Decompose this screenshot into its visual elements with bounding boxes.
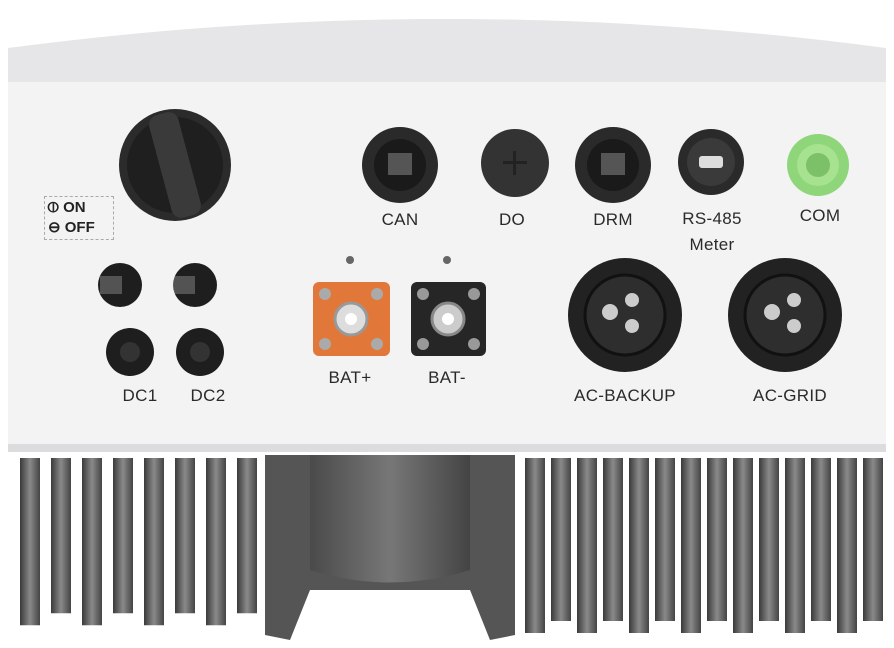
heatsink-fin: [759, 458, 779, 621]
can-port[interactable]: [362, 127, 438, 203]
heatsink-fin: [577, 458, 597, 633]
heatsink-fin: [551, 458, 571, 621]
heatsink-fin: [206, 458, 226, 626]
dc-connectors[interactable]: [98, 263, 224, 376]
heatsink: [20, 458, 883, 633]
heatsink-fin: [603, 458, 623, 621]
ac-backup-label: AC-BACKUP: [574, 386, 676, 405]
bat-plus-label: BAT+: [328, 368, 372, 387]
dc1-label: DC1: [122, 386, 158, 405]
drm-port[interactable]: [575, 127, 651, 203]
ac-grid-connector[interactable]: [728, 258, 842, 372]
do-label: DO: [498, 210, 526, 229]
bat-minus-label: BAT-: [428, 368, 466, 387]
bat-minus-terminal[interactable]: [411, 282, 486, 356]
com-port[interactable]: [787, 134, 849, 196]
ac-grid-label: AC-GRID: [753, 386, 827, 405]
rs485-label: RS-485: [682, 209, 742, 228]
drm-label: DRM: [593, 210, 633, 229]
can-label: CAN: [381, 210, 419, 229]
heatsink-fin: [237, 458, 257, 614]
heatsink-fin: [20, 458, 40, 626]
heatsink-fin: [175, 458, 195, 614]
do-port[interactable]: [481, 129, 549, 197]
dc2-label: DC2: [190, 386, 226, 405]
com-label: COM: [799, 206, 841, 225]
heatsink-fin: [525, 458, 545, 633]
heatsink-fin: [681, 458, 701, 633]
heatsink-fin: [811, 458, 831, 621]
heatsink-fin: [707, 458, 727, 621]
rs485-meter-port[interactable]: [678, 129, 744, 195]
top-cap: [8, 19, 886, 82]
heatsink-fin: [785, 458, 805, 633]
heatsink-fin: [144, 458, 164, 626]
dc-switch-knob[interactable]: [119, 109, 231, 221]
bat-plus-terminal[interactable]: [313, 282, 390, 356]
heatsink-fin: [82, 458, 102, 626]
on-label: ON: [63, 199, 86, 216]
heatsink-fin: [863, 458, 883, 621]
heatsink-fin: [733, 458, 753, 633]
heatsink-fin: [655, 458, 675, 621]
heatsink-fin: [837, 458, 857, 633]
heatsink-fin: [51, 458, 71, 614]
heatsink-fin: [629, 458, 649, 633]
switch-on-off-label: ⦶ ON ⊖ OFF: [44, 196, 114, 240]
meter-label: Meter: [689, 235, 735, 254]
off-label: OFF: [64, 219, 95, 236]
heatsink-fin: [113, 458, 133, 614]
ac-backup-connector[interactable]: [568, 258, 682, 372]
